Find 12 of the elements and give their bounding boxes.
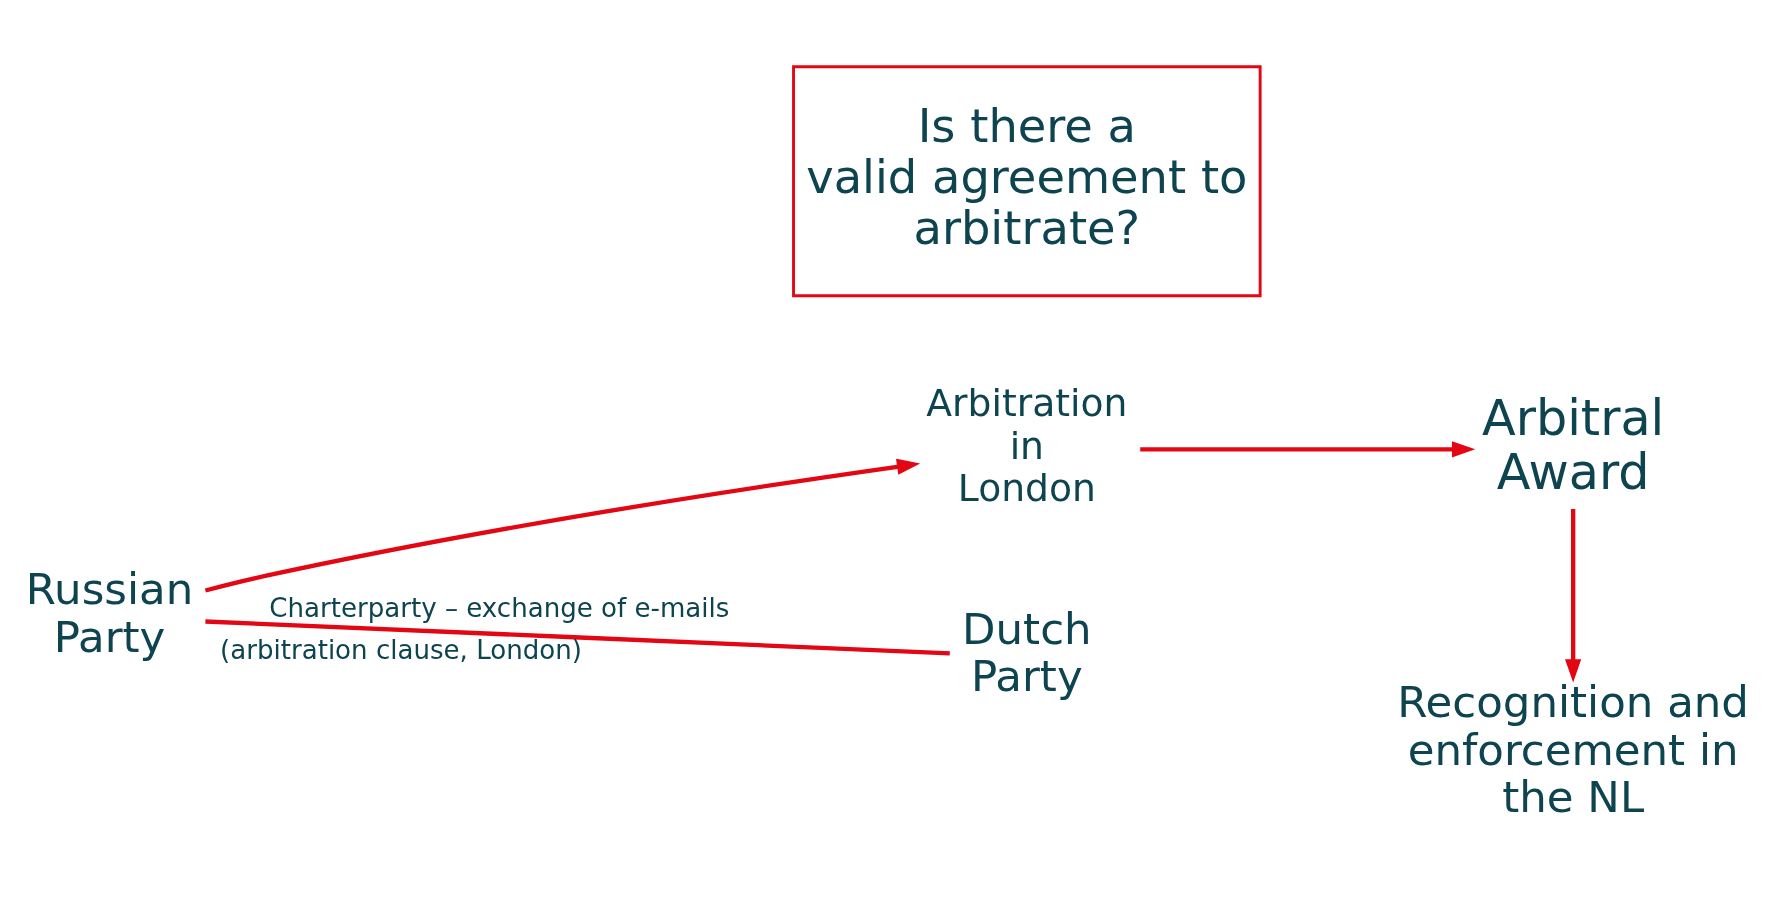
node-text: Arbitration in London bbox=[926, 381, 1128, 510]
arrow bbox=[204, 458, 921, 593]
node-text: Russian Party bbox=[25, 564, 194, 663]
node-box: Is there a valid agreement to arbitrate? bbox=[792, 65, 1262, 298]
arrow bbox=[1565, 509, 1582, 683]
node-text: Arbitral Award bbox=[1482, 389, 1665, 501]
node-text: Dutch Party bbox=[962, 603, 1092, 702]
arrow bbox=[1140, 441, 1476, 458]
label: (arbitration clause, London) bbox=[220, 634, 582, 665]
node-text: Recognition and enforcement in the NL bbox=[1397, 676, 1749, 823]
edge-label: Charterparty – exchange of e-mails bbox=[269, 592, 730, 623]
connector bbox=[205, 619, 950, 656]
